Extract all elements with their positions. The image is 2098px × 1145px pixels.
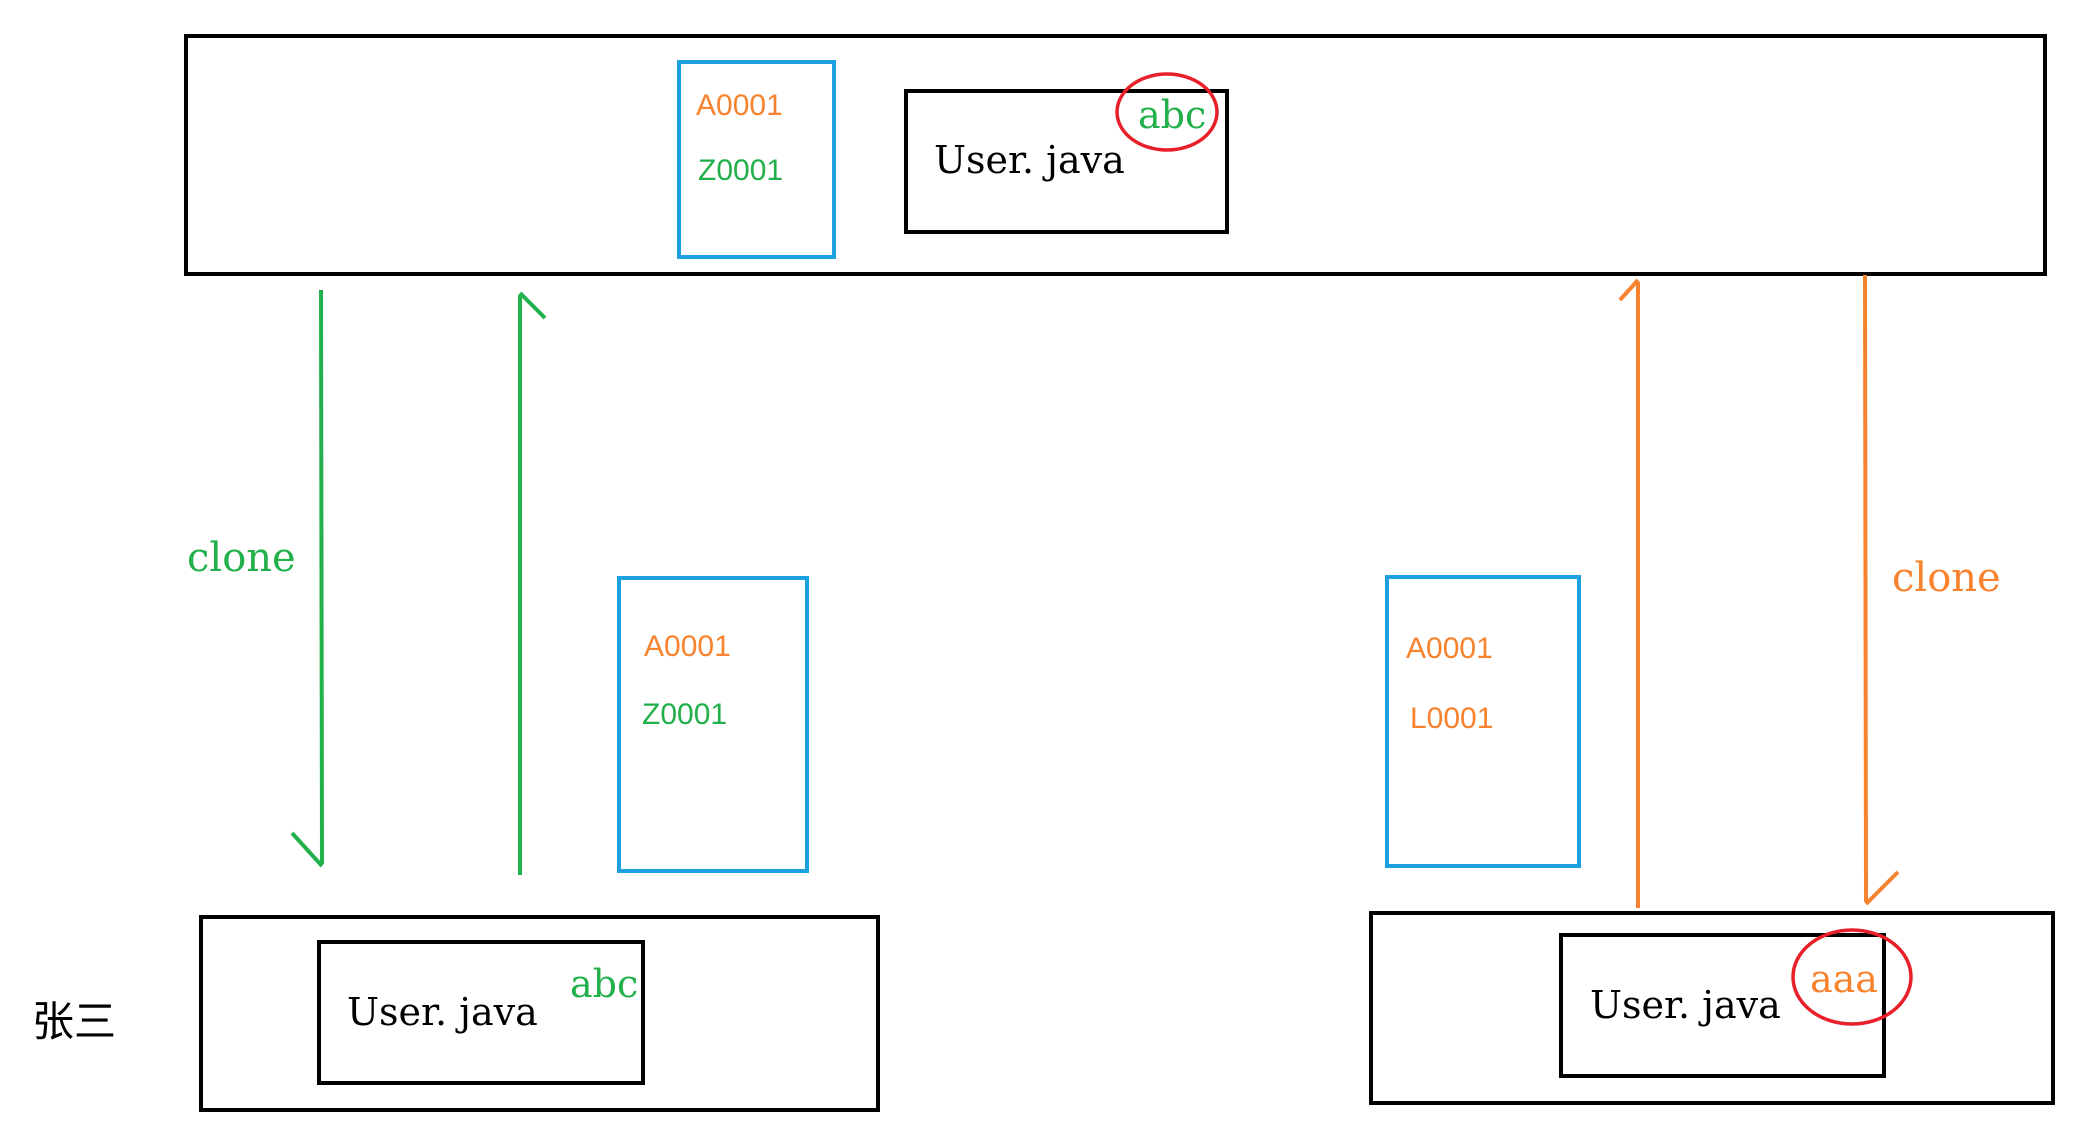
- left-user-label: 张三: [32, 998, 116, 1045]
- left-workspace-box: [199, 915, 880, 1112]
- right-push-arrow-head: [1618, 278, 1640, 302]
- left-version-line2: Z0001: [642, 698, 727, 731]
- right-clone-arrow: [1863, 274, 1868, 903]
- repo-file-content: abc: [1138, 93, 1206, 137]
- left-version-line1: A0001: [644, 630, 731, 663]
- right-change-circle: [1791, 928, 1913, 1026]
- right-version-box: [1385, 575, 1581, 868]
- repo-version-line1: A0001: [696, 89, 783, 122]
- left-file-box: [317, 940, 645, 1085]
- right-file-content: aaa: [1810, 957, 1878, 1001]
- repo-change-circle: [1115, 72, 1219, 152]
- left-clone-arrow: [319, 289, 324, 865]
- left-file-content: abc: [570, 962, 638, 1006]
- right-file-name: User. java: [1590, 983, 1781, 1027]
- left-file-name: User. java: [347, 990, 538, 1034]
- right-clone-arrow-head: [1864, 870, 1900, 906]
- right-workspace-box: [1369, 911, 2055, 1105]
- repo-file-name: User. java: [934, 138, 1125, 182]
- right-version-line2: L0001: [1410, 702, 1493, 735]
- left-clone-arrow-head: [290, 831, 324, 868]
- right-file-box: [1559, 933, 1886, 1078]
- left-version-box: [617, 576, 809, 873]
- left-clone-label: clone: [187, 535, 296, 581]
- repo-version-line2: Z0001: [698, 154, 783, 187]
- repository-box: [184, 34, 2047, 276]
- right-version-line1: A0001: [1406, 632, 1493, 665]
- right-clone-label: clone: [1892, 555, 2001, 601]
- repo-file-box: [904, 89, 1229, 234]
- repo-version-box: [677, 60, 836, 259]
- left-push-arrow-head: [518, 291, 547, 320]
